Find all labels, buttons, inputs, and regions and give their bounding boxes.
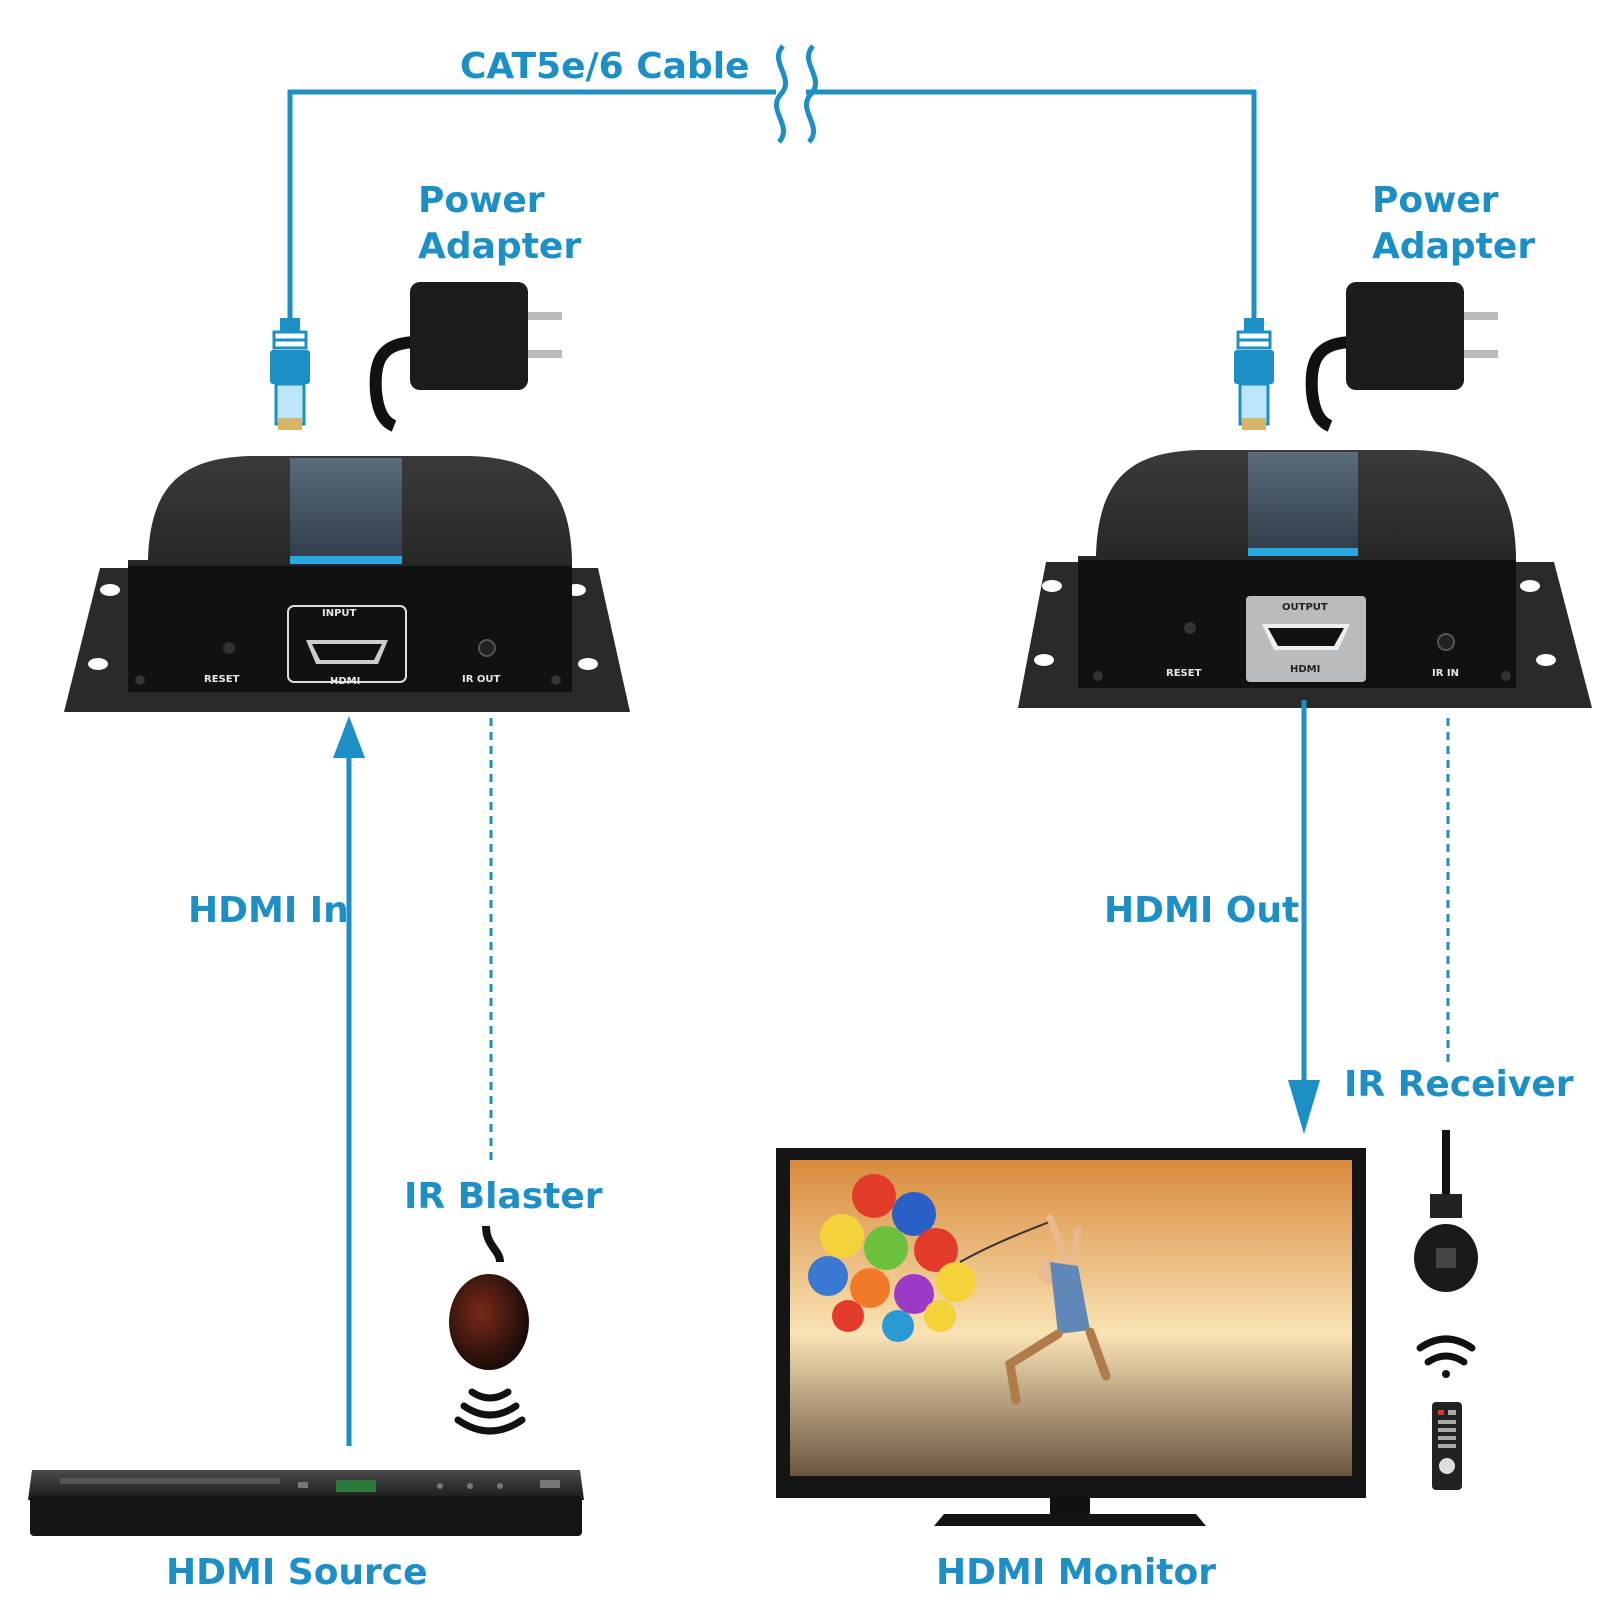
power-adapter-icon bbox=[369, 282, 562, 432]
jumping-person bbox=[1005, 1214, 1111, 1405]
hdmi-monitor-label: HDMI Monitor bbox=[936, 1552, 1216, 1593]
power-adapter-right-label: Power Adapter bbox=[1372, 180, 1536, 267]
rx-port-output-label: OUTPUT bbox=[1282, 602, 1328, 613]
ir-blaster-label: IR Blaster bbox=[404, 1176, 603, 1217]
hdmi-monitor-tv bbox=[776, 1148, 1366, 1526]
ir-receiver-label: IR Receiver bbox=[1344, 1064, 1574, 1105]
hdmi-transmitter bbox=[64, 456, 630, 712]
balloons bbox=[808, 1174, 976, 1342]
rx-ir-in-label: IR IN bbox=[1432, 668, 1459, 679]
hdmi-source-player bbox=[28, 1470, 584, 1536]
power-adapter-left-label: Power Adapter bbox=[418, 180, 582, 267]
tx-ir-out-label: IR OUT bbox=[462, 674, 501, 685]
tx-port-input-label: INPUT bbox=[322, 608, 357, 619]
rj45-plug-icon bbox=[1234, 318, 1274, 430]
ir-receiver-icon bbox=[1414, 1130, 1478, 1292]
hdmi-receiver bbox=[1018, 450, 1592, 708]
signal-wave-icon bbox=[1416, 1335, 1476, 1378]
signal-wave-icon bbox=[454, 1388, 526, 1435]
rx-reset-label: RESET bbox=[1166, 668, 1202, 679]
hdmi-in-arrow bbox=[333, 716, 365, 1446]
hdmi-in-label: HDMI In bbox=[188, 890, 349, 931]
tx-reset-label: RESET bbox=[204, 674, 240, 685]
cable-label: CAT5e/6 Cable bbox=[460, 46, 750, 87]
hdmi-out-label: HDMI Out bbox=[1104, 890, 1300, 931]
rx-port-hdmi-label: HDMI bbox=[1290, 664, 1321, 675]
hdmi-out-arrow bbox=[1288, 700, 1320, 1134]
ir-blaster-icon bbox=[449, 1225, 529, 1370]
power-adapter-icon bbox=[1305, 282, 1498, 432]
hdmi-source-label: HDMI Source bbox=[166, 1552, 428, 1593]
cat-cable bbox=[287, 44, 1257, 335]
rj45-plug-icon bbox=[270, 318, 310, 430]
remote-control-icon bbox=[1432, 1402, 1462, 1490]
tx-port-hdmi-label: HDMI bbox=[330, 676, 361, 687]
